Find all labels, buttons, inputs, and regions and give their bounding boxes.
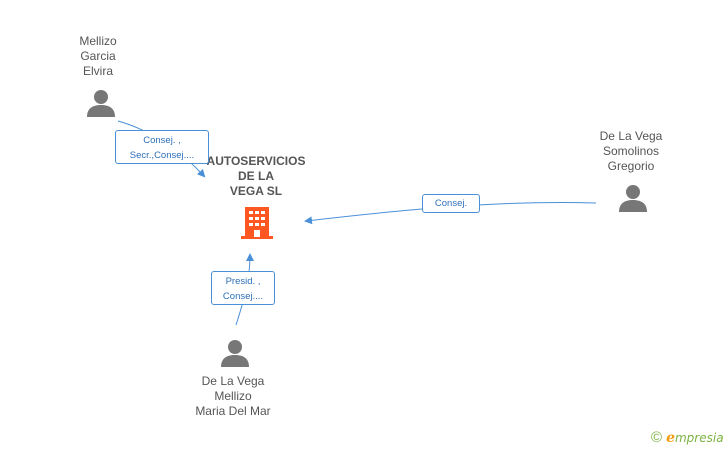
person-icon[interactable] [86, 88, 116, 118]
person-name[interactable]: De La Vega Somolinos Gregorio [599, 129, 663, 173]
person-name[interactable]: Mellizo Garcia Elvira [79, 34, 117, 78]
empresia-logo: ©empresia [651, 429, 724, 446]
person-icon[interactable] [618, 183, 648, 213]
copyright-symbol: © [651, 429, 663, 446]
person-name[interactable]: De La Vega Mellizo Maria Del Mar [195, 374, 271, 418]
company-name[interactable]: AUTOSERVICIOS DE LA VEGA SL [206, 154, 306, 198]
role-label[interactable]: Consej. , Secr.,Consej.... [115, 130, 209, 164]
role-label[interactable]: Consej. [422, 194, 480, 213]
person-icon[interactable] [220, 338, 250, 368]
role-label[interactable]: Presid. , Consej.... [211, 271, 275, 305]
building-icon[interactable] [241, 205, 273, 239]
